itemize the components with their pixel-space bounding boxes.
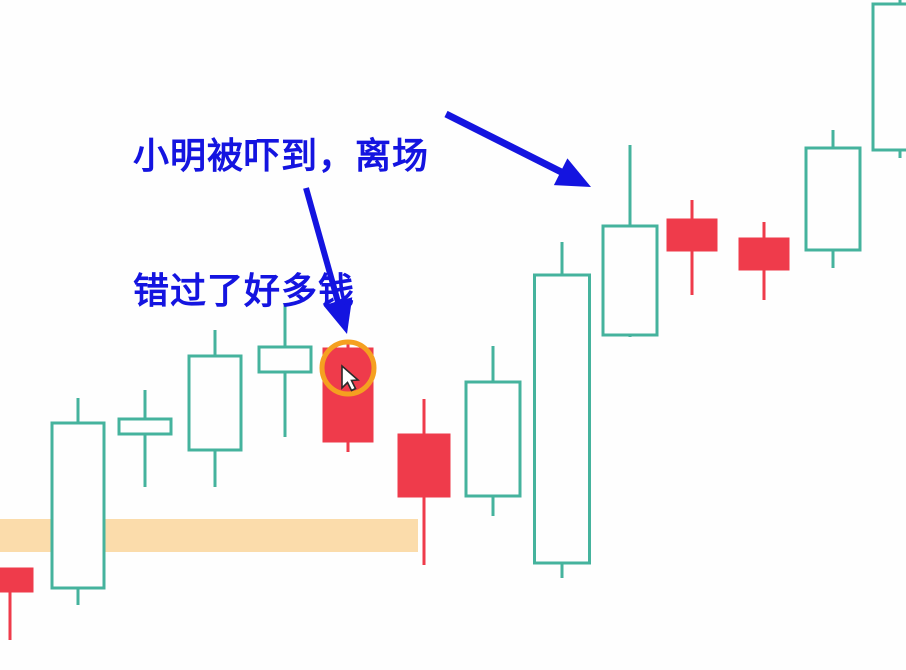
candle-body bbox=[601, 224, 659, 337]
candle-body bbox=[871, 2, 906, 152]
candle-body bbox=[187, 354, 243, 452]
cursor-layer bbox=[341, 364, 360, 392]
arrow-head bbox=[553, 158, 591, 187]
candle-body bbox=[804, 146, 862, 252]
candle-body bbox=[533, 273, 591, 565]
candlestick-bullish bbox=[50, 398, 106, 605]
candle-body bbox=[464, 380, 522, 498]
candlestick-bullish bbox=[117, 390, 173, 487]
candlestick-bearish bbox=[0, 567, 34, 640]
annotation-arrows bbox=[303, 110, 591, 334]
candle-body bbox=[397, 433, 451, 498]
annotation-callout-text: 小明被吓到，离场 错过了好多钱 bbox=[133, 44, 429, 404]
annotation-line-2: 错过了好多钱 bbox=[133, 271, 356, 312]
arrow-to-rally bbox=[444, 110, 591, 187]
annotation-line-1: 小明被吓到，离场 bbox=[133, 136, 430, 177]
candle-body bbox=[738, 237, 790, 271]
candlestick-bullish bbox=[871, 0, 906, 158]
candle-body bbox=[666, 218, 718, 252]
candle-body bbox=[0, 567, 34, 593]
candlestick-bullish bbox=[257, 303, 313, 437]
arrow-shaft bbox=[303, 187, 343, 308]
candle-body bbox=[117, 417, 173, 436]
arrow-to-candle bbox=[303, 187, 353, 334]
mouse-pointer-icon bbox=[341, 364, 360, 392]
highlight-circle-icon bbox=[319, 339, 377, 397]
candlestick-bullish bbox=[533, 242, 591, 578]
candlestick-bullish bbox=[187, 330, 243, 487]
candlestick-bullish bbox=[804, 130, 862, 268]
candlestick-bullish bbox=[464, 346, 522, 516]
arrow-shaft bbox=[444, 110, 568, 178]
candlestick-bearish bbox=[738, 222, 790, 300]
candlestick-series bbox=[0, 0, 906, 640]
arrow-head bbox=[323, 297, 353, 334]
candlestick-bullish bbox=[601, 145, 659, 337]
candlestick-bearish bbox=[666, 200, 718, 295]
candlestick-bearish bbox=[397, 399, 451, 565]
highlight-layer bbox=[319, 339, 377, 397]
candle-body bbox=[257, 345, 313, 374]
candle-body bbox=[50, 421, 106, 590]
